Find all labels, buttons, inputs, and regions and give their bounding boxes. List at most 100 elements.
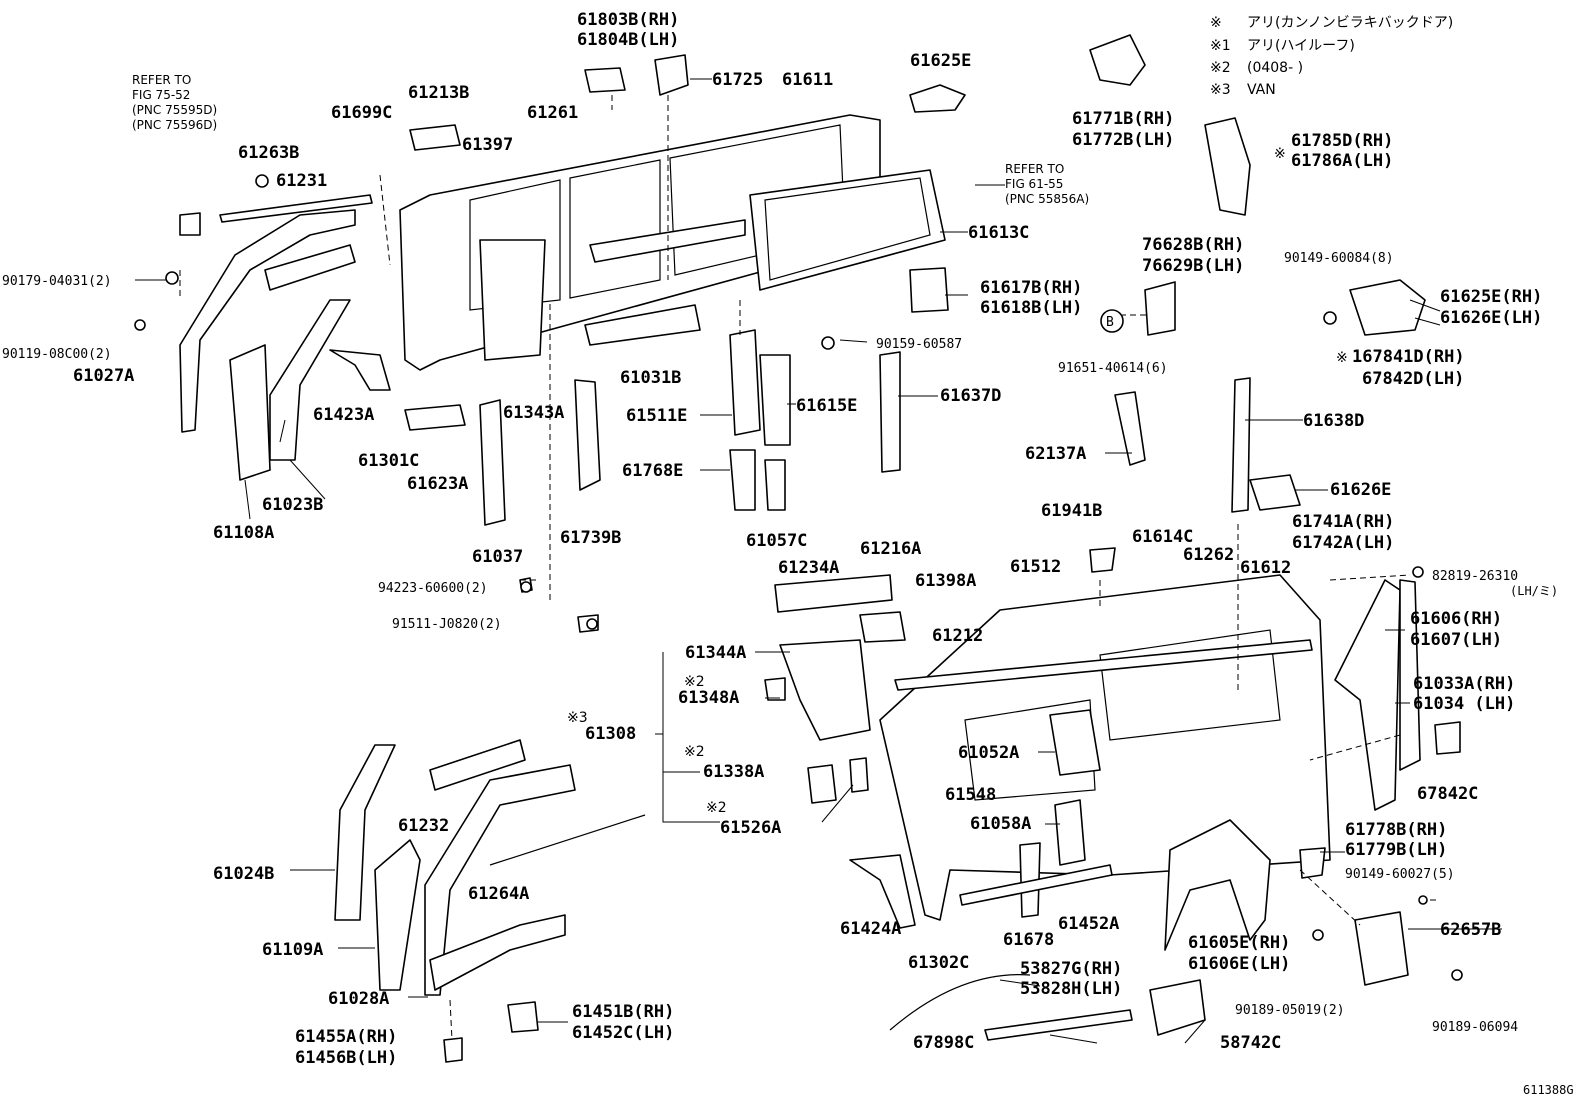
label-61216a: 61216A <box>860 539 921 559</box>
label-61623a: 61623A <box>407 474 468 494</box>
label-61452a: 61452A <box>1058 914 1119 934</box>
label-61034: 61034 (LH) <box>1413 694 1515 714</box>
bolt-icon <box>821 336 835 350</box>
label-76628b: 76628B(RH) <box>1142 235 1244 255</box>
label-61344a: 61344A <box>685 643 746 663</box>
legend-text-4: VAN <box>1247 82 1276 98</box>
label-82819-note: (LH/ミ) <box>1510 584 1558 598</box>
label-61786a: 61786A(LH) <box>1291 151 1393 171</box>
label-62137a: 62137A <box>1025 444 1086 464</box>
label-61768e: 61768E <box>622 461 683 481</box>
label-61398a: 61398A <box>915 571 976 591</box>
label-91511: 91511-J0820(2) <box>392 617 502 632</box>
label-61611: 61611 <box>782 70 833 90</box>
mark-61526a: ※2 <box>706 800 727 816</box>
label-61212: 61212 <box>932 626 983 646</box>
refer-line: (PNC 75596D) <box>132 118 217 132</box>
legend-mark-2: ※1 <box>1210 38 1231 54</box>
label-61512: 61512 <box>1010 557 1061 577</box>
mark-61348a: ※2 <box>684 674 705 690</box>
label-61803b: 61803B(RH) <box>577 10 679 30</box>
label-61343a: 61343A <box>503 403 564 423</box>
label-61456b: 61456B(LH) <box>295 1048 397 1068</box>
label-61613c: 61613C <box>968 223 1029 243</box>
label-61348a: 61348A <box>678 688 739 708</box>
refer-line: FIG 75-52 <box>132 88 190 102</box>
label-67898c: 67898C <box>913 1033 974 1053</box>
label-61804b: 61804B(LH) <box>577 30 679 50</box>
label-90119: 90119-08C00(2) <box>2 347 112 362</box>
label-61108a: 61108A <box>213 523 274 543</box>
clip-icon <box>1312 929 1324 941</box>
nut-icon <box>165 271 179 285</box>
refer-line: (PNC 55856A) <box>1005 192 1089 206</box>
legend-mark-3: ※2 <box>1210 60 1231 76</box>
label-61941b: 61941B <box>1041 501 1102 521</box>
label-61027a: 61027A <box>73 366 134 386</box>
label-61605e: 61605E(RH) <box>1188 933 1290 953</box>
legend: ※ アリ(カンノンビラキバックドア) ※1 アリ(ハイルーフ) ※2 (0408… <box>1210 15 1453 98</box>
clip-icon <box>1451 969 1463 981</box>
label-61606e: 61606E(LH) <box>1188 954 1290 974</box>
label-61451b: 61451B(RH) <box>572 1002 674 1022</box>
label-61526a: 61526A <box>720 818 781 838</box>
label-61452c: 61452C(LH) <box>572 1023 674 1043</box>
label-61617b: 61617B(RH) <box>980 278 1082 298</box>
refer-line: (PNC 75595D) <box>132 103 217 117</box>
pillar-61027a <box>179 209 356 433</box>
label-61607: 61607(LH) <box>1410 630 1502 650</box>
label-61424a: 61424A <box>840 919 901 939</box>
callout-b-letter: B <box>1106 315 1114 330</box>
label-61232: 61232 <box>398 816 449 836</box>
label-61699c: 61699C <box>331 103 392 123</box>
label-61397: 61397 <box>462 135 513 155</box>
bolt-icon <box>134 319 146 331</box>
side-panel-mid <box>749 169 946 291</box>
label-61614c: 61614C <box>1132 527 1193 547</box>
label-61741a: 61741A(RH) <box>1292 512 1394 532</box>
label-61264a: 61264A <box>468 884 529 904</box>
mark-61338a: ※2 <box>684 744 705 760</box>
label-53827g: 53827G(RH) <box>1020 959 1122 979</box>
refer-line: REFER TO <box>1005 162 1064 176</box>
label-61615e: 61615E <box>796 396 857 416</box>
figure-id: 611388G <box>1523 1083 1574 1097</box>
label-61031b: 61031B <box>620 368 681 388</box>
refer-line: FIG 61-55 <box>1005 177 1063 191</box>
label-61625e: 61625E <box>910 51 971 71</box>
label-61024b: 61024B <box>213 864 274 884</box>
legend-mark-1: ※ <box>1210 15 1222 31</box>
label-61302c: 61302C <box>908 953 969 973</box>
legend-text-3: (0408- ) <box>1247 60 1303 76</box>
refer-line: REFER TO <box>132 73 191 87</box>
label-90149-27: 90149-60027(5) <box>1345 867 1455 882</box>
legend-mark-4: ※3 <box>1210 82 1231 98</box>
label-90189-06: 90189-06094 <box>1432 1020 1518 1035</box>
label-61625e-rh: 61625E(RH) <box>1440 287 1542 307</box>
label-167841d: 167841D(RH) <box>1352 347 1465 367</box>
label-61037: 61037 <box>472 547 523 567</box>
fastener-symbols: B <box>134 174 1463 981</box>
bolt-icon <box>1418 895 1428 905</box>
label-61028a: 61028A <box>328 989 389 1009</box>
label-61612: 61612 <box>1240 558 1291 578</box>
label-53828h: 53828H(LH) <box>1020 979 1122 999</box>
label-90159: 90159-60587 <box>876 337 962 352</box>
label-61626e-lh: 61626E(LH) <box>1440 308 1542 328</box>
label-61618b: 61618B(LH) <box>980 298 1082 318</box>
label-61725: 61725 <box>712 70 763 90</box>
label-90189-05: 90189-05019(2) <box>1235 1003 1345 1018</box>
label-67842d: 67842D(LH) <box>1362 369 1464 389</box>
label-61778b: 61778B(RH) <box>1345 820 1447 840</box>
label-67842c: 67842C <box>1417 784 1478 804</box>
label-62657b: 62657B <box>1440 920 1501 940</box>
label-61771b: 61771B(RH) <box>1072 109 1174 129</box>
legend-text-2: アリ(ハイルーフ) <box>1247 38 1355 54</box>
label-90179: 90179-04031(2) <box>2 274 112 289</box>
label-61638d: 61638D <box>1303 411 1364 431</box>
nut-icon <box>520 581 532 593</box>
label-61231: 61231 <box>276 171 327 191</box>
legend-text-1: アリ(カンノンビラキバックドア) <box>1247 15 1453 31</box>
label-61626e: 61626E <box>1330 480 1391 500</box>
